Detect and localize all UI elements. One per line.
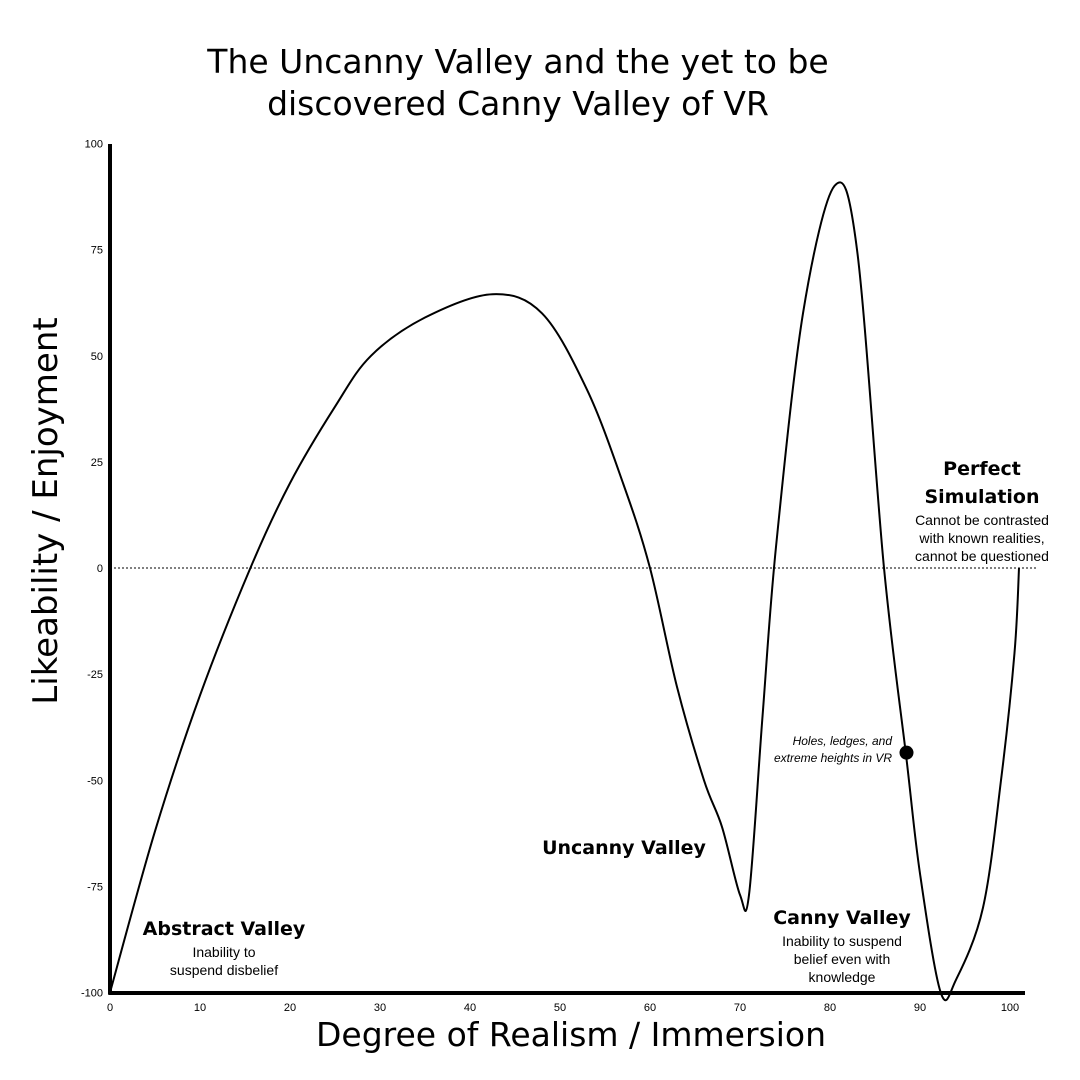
x-tick-label: 80 [824,1002,836,1014]
annotation-italic: Holes, ledges, and [793,734,893,748]
x-tick-label: 60 [644,1002,656,1014]
x-tick-label: 10 [194,1002,206,1014]
series [109,181,1020,1001]
chart-title: The Uncanny Valley and the yet to bedisc… [206,42,828,123]
annotation-uncanny-valley: Uncanny Valley [542,837,706,859]
annotation-body: belief even with [794,951,891,967]
marker [899,745,914,760]
annotation-heading: Simulation [924,486,1039,508]
x-tick-label: 90 [914,1002,926,1014]
x-tick-label: 100 [1001,1002,1019,1014]
y-tick-label: 50 [91,351,103,363]
annotation-heading: Canny Valley [773,907,911,929]
chart-title-line: discovered Canny Valley of VR [267,84,769,123]
y-tick-label: 75 [91,245,103,257]
x-axis-label-text: Degree of Realism / Immersion [316,1015,826,1054]
axes [108,144,1025,995]
annotation-body: knowledge [809,969,876,985]
annotation-body: with known realities, [918,530,1044,546]
y-axis-label: Likeability / Enjoyment [26,317,66,704]
y-tick-label: -75 [87,881,103,893]
annotation-heading: Perfect [943,458,1021,480]
annotation-holes-ledges: Holes, ledges, and extreme heights in VR [774,734,892,765]
annotation-body: Cannot be contrasted [915,512,1049,528]
y-axis-label-text: Likeability / Enjoyment [26,317,66,704]
y-tick-label: -25 [87,669,103,681]
annotation-body: cannot be questioned [915,548,1049,564]
tick-labels: 0 10 20 30 40 50 60 70 80 90 100 100 75 50 25 0 -25 -50 -7… [81,139,1019,1015]
y-tick-label: 100 [85,139,103,151]
y-tick-label: 25 [91,457,103,469]
chart-title-line: The Uncanny Valley and the yet to be [206,42,828,81]
annotation-heading: Uncanny Valley [542,837,706,859]
annotation-body: suspend disbelief [170,962,278,978]
x-tick-label: 40 [464,1002,476,1014]
y-tick-label: -100 [81,988,103,1000]
x-axis-label: Degree of Realism / Immersion [316,1015,826,1054]
x-tick-label: 30 [374,1002,386,1014]
y-tick-label: -50 [87,775,103,787]
y-tick-label: 0 [97,563,103,575]
x-tick-label: 70 [734,1002,746,1014]
x-tick-label: 20 [284,1002,296,1014]
annotation-italic: extreme heights in VR [774,751,892,765]
annotation-body: Inability to [192,944,255,960]
highlight-point [899,745,914,760]
annotation-heading: Abstract Valley [143,918,306,940]
annotation-body: Inability to suspend [782,933,902,949]
series-line [109,181,1020,1001]
x-tick-label: 50 [554,1002,566,1014]
x-tick-label: 0 [107,1002,113,1014]
